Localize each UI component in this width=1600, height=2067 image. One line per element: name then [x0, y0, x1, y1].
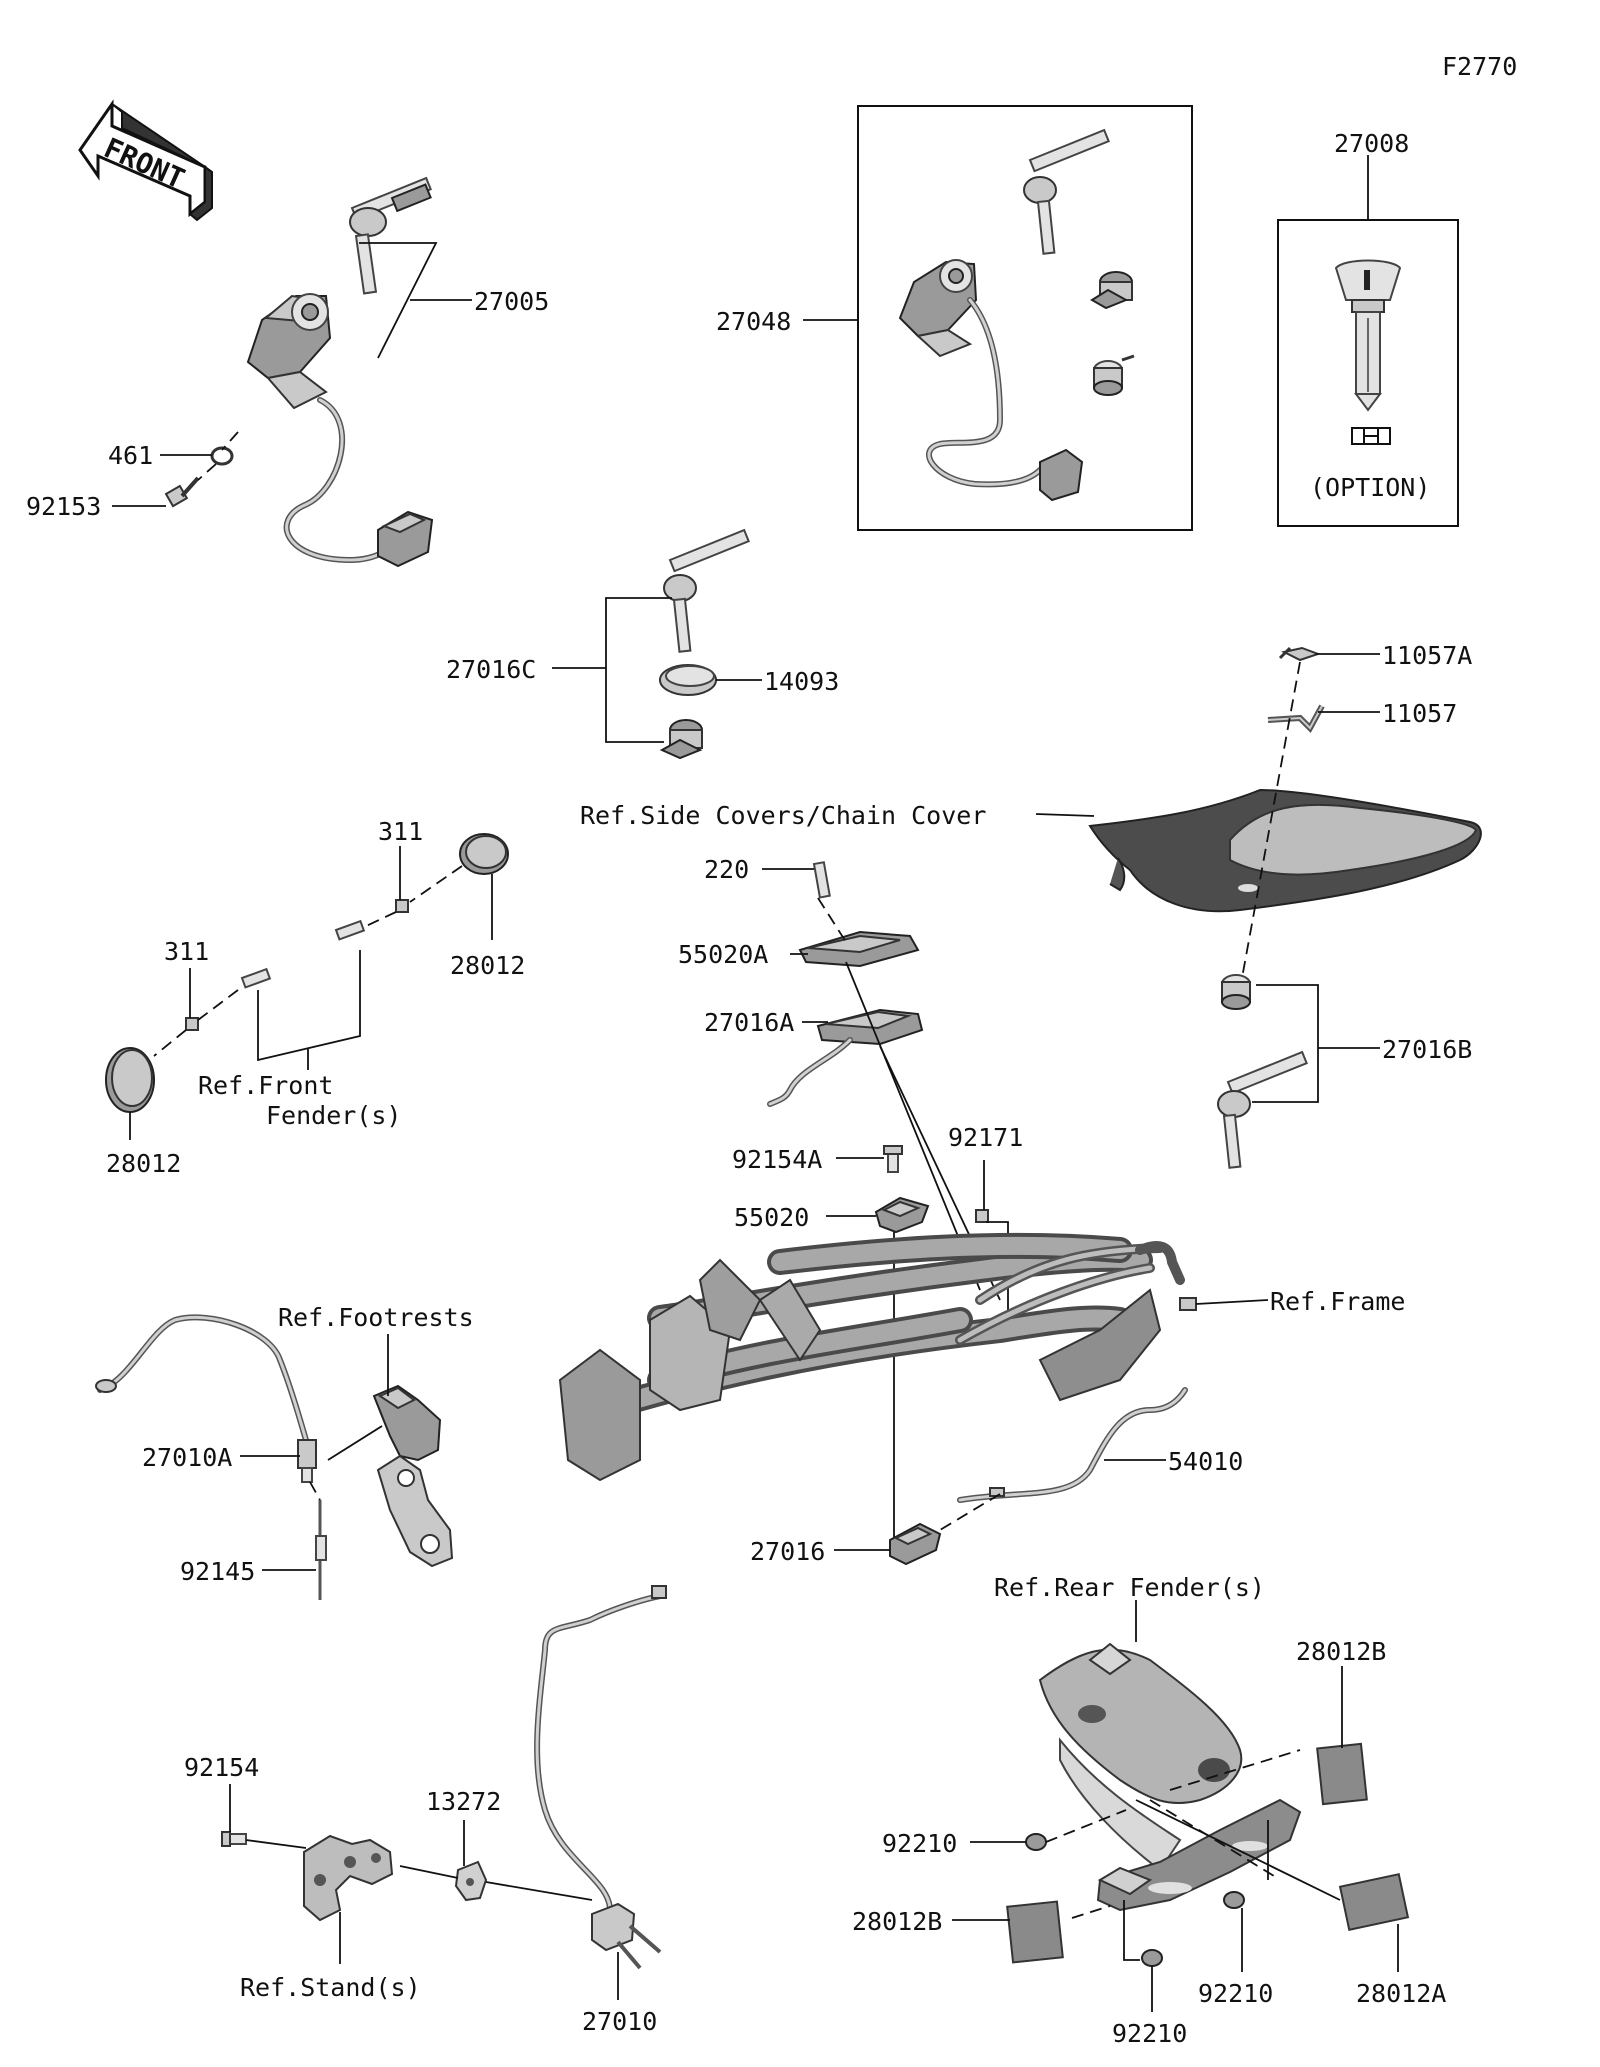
label-11057: 11057	[1382, 699, 1457, 728]
helmet-lock-27016B	[1217, 974, 1308, 1169]
license-bracket	[1096, 1798, 1302, 1912]
label-54010: 54010	[1168, 1447, 1243, 1476]
label-55020: 55020	[734, 1203, 809, 1232]
label-55020A: 55020A	[678, 940, 768, 969]
cable-54010	[957, 1387, 1188, 1503]
label-28012-left: 28012	[106, 1149, 181, 1178]
seat-catch-55020A	[798, 861, 920, 968]
reflector-28012A	[1338, 1873, 1410, 1931]
ref-front-fender-line2: Fender(s)	[266, 1101, 401, 1130]
catch-55020	[874, 1196, 930, 1234]
rear-fender	[1038, 1642, 1243, 1872]
cap-28012-right	[459, 833, 509, 875]
box-27048	[857, 105, 1193, 531]
spacers-311	[185, 899, 409, 1031]
bolt-92154	[221, 1831, 247, 1847]
front-arrow-icon: FRONT	[78, 99, 213, 222]
ignition-switch-27005	[164, 176, 434, 568]
seat-cowl	[1088, 788, 1482, 913]
ref-side-covers: Ref.Side Covers/Chain Cover	[580, 801, 986, 830]
plate-13272	[454, 1860, 488, 1902]
label-461: 461	[108, 441, 153, 470]
label-92171: 92171	[948, 1123, 1023, 1152]
option-note: (OPTION)	[1310, 473, 1430, 502]
label-27016: 27016	[750, 1537, 825, 1566]
label-28012A: 28012A	[1356, 1979, 1446, 2008]
label-92210-left: 92210	[882, 1829, 957, 1858]
label-27016A: 27016A	[704, 1008, 794, 1037]
label-28012-right: 28012	[450, 951, 525, 980]
bolt-92154A	[883, 1145, 903, 1173]
label-27016B: 27016B	[1382, 1035, 1472, 1064]
key-blank-icon	[1334, 259, 1402, 412]
bracket-11057	[1267, 704, 1325, 733]
key-code-tag-icon	[1351, 427, 1391, 445]
label-27010A: 27010A	[142, 1443, 232, 1472]
clip-92171	[975, 1209, 989, 1223]
reflector-28012B-top	[1316, 1742, 1368, 1806]
label-14093: 14093	[764, 667, 839, 696]
nuts-92210	[1025, 1833, 1245, 1967]
label-27048: 27048	[716, 307, 791, 336]
label-92153: 92153	[26, 492, 101, 521]
reflector-28012B-left	[1006, 1900, 1064, 1964]
ref-stand: Ref.Stand(s)	[240, 1973, 421, 2002]
label-28012B-left: 28012B	[852, 1907, 942, 1936]
label-311-left: 311	[164, 937, 209, 966]
label-92154A: 92154A	[732, 1145, 822, 1174]
label-27008: 27008	[1334, 129, 1409, 158]
key-set-27016C	[659, 528, 750, 760]
ref-frame: Ref.Frame	[1270, 1287, 1405, 1316]
ref-rear-fender: Ref.Rear Fender(s)	[994, 1573, 1265, 1602]
seat-lock-27016A	[767, 1008, 924, 1107]
spring-92145	[315, 1500, 327, 1600]
label-92210-bottom: 92210	[1112, 2019, 1187, 2048]
label-27016C: 27016C	[446, 655, 536, 684]
footrest-bracket	[372, 1384, 454, 1568]
label-311-top: 311	[378, 817, 423, 846]
label-92145: 92145	[180, 1557, 255, 1586]
label-92210-mid: 92210	[1198, 1979, 1273, 2008]
lock-set-27048	[898, 128, 1135, 502]
clip-11057A	[1278, 646, 1321, 662]
ref-front-fender-line1: Ref.Front	[198, 1071, 333, 1100]
label-13272: 13272	[426, 1787, 501, 1816]
label-27005: 27005	[474, 287, 549, 316]
label-27010: 27010	[582, 2007, 657, 2036]
seat-lock-27016	[889, 1522, 942, 1566]
cable-27010A	[95, 1314, 317, 1483]
ref-footrests: Ref.Footrests	[278, 1303, 474, 1332]
cap-28012-left	[105, 1047, 155, 1113]
frame	[558, 1232, 1197, 1482]
label-92154: 92154	[184, 1753, 259, 1782]
label-11057A: 11057A	[1382, 641, 1472, 670]
stand-bracket	[303, 1834, 394, 1922]
label-28012B-top: 28012B	[1296, 1637, 1386, 1666]
label-220: 220	[704, 855, 749, 884]
stand-switch-27010	[534, 1585, 667, 1970]
figure-code: F2770	[1442, 52, 1517, 81]
